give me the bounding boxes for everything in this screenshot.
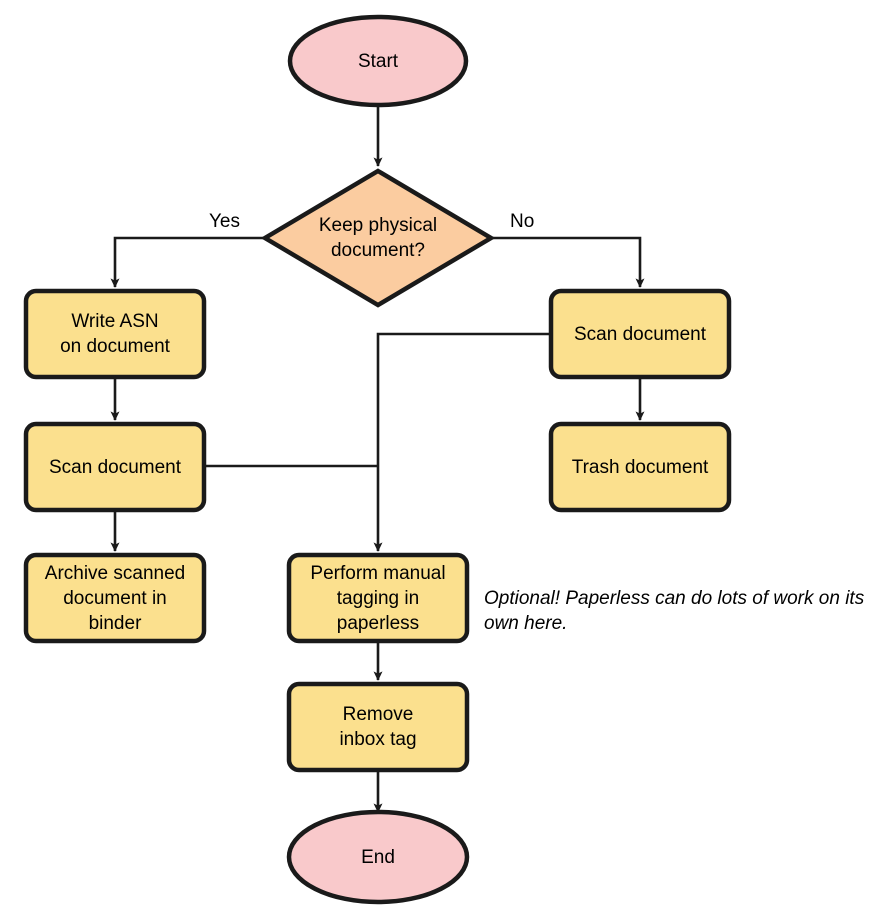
- node-tagging-shape[interactable]: [286, 552, 470, 644]
- node-archive-shape[interactable]: [23, 552, 207, 644]
- node-write-asn-shape[interactable]: [23, 288, 207, 380]
- edge-decision-no: [492, 236, 645, 288]
- node-scan-left-shape[interactable]: [23, 421, 207, 513]
- node-trash-shape[interactable]: [548, 421, 732, 513]
- edge-scanright-to-tagging: [373, 332, 551, 552]
- optional-note: Optional! Paperless can do lots of work …: [484, 588, 865, 634]
- node-remove-inbox-shape[interactable]: [286, 681, 470, 773]
- edge-label-no: No: [510, 211, 535, 232]
- node-start-shape[interactable]: [287, 14, 469, 108]
- node-decision-shape[interactable]: [260, 168, 496, 308]
- edge-label-yes: Yes: [209, 211, 240, 232]
- edge-decision-yes: [110, 236, 264, 288]
- node-end-shape[interactable]: [286, 809, 470, 905]
- node-scan-right-shape[interactable]: [548, 288, 732, 380]
